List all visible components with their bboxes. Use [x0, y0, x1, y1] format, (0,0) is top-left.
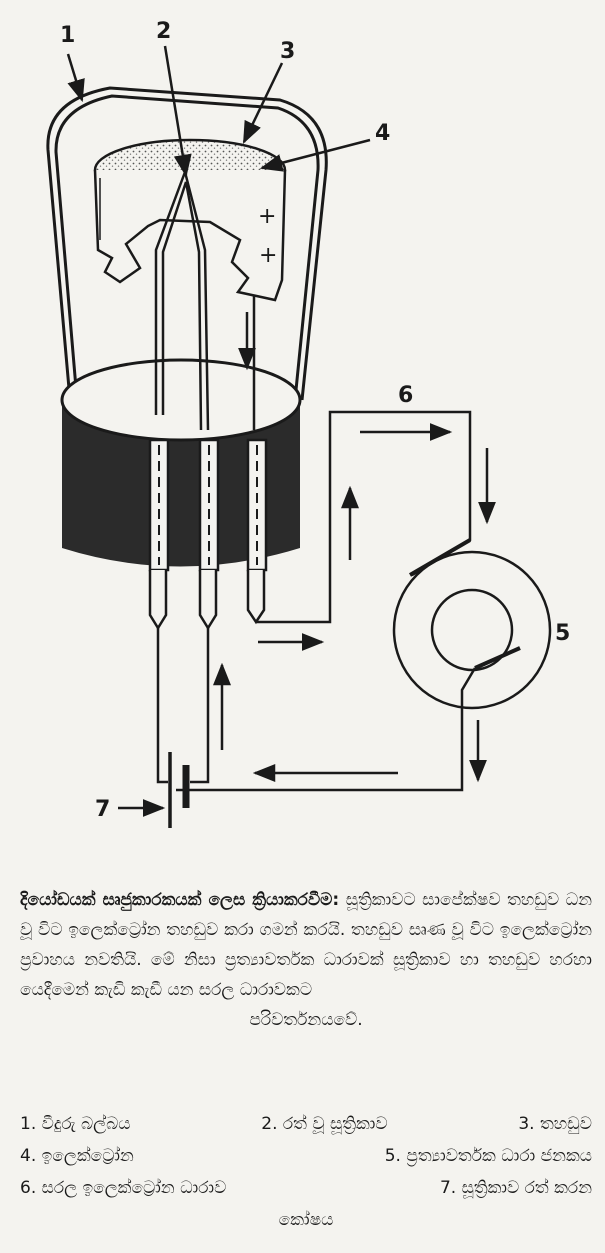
plus-sign: + [259, 243, 277, 268]
legend-item: 7. සූත්‍රිකාව රත් කරන [440, 1172, 592, 1204]
legend-item: කෝෂය [20, 1204, 592, 1236]
ac-generator [394, 540, 550, 708]
legend-item: 6. සරල ඉලෙක්ට්‍රෝන ධාරාව [20, 1172, 226, 1204]
legend-row: 6. සරල ඉලෙක්ට්‍රෝන ධාරාව 7. සූත්‍රිකාව ර… [20, 1172, 592, 1204]
plus-sign: + [258, 204, 276, 229]
label-2: 2 [156, 19, 171, 44]
legend-item: 1. වීදුරු බල්බය [20, 1108, 131, 1140]
legend-row: 1. වීදුරු බල්බය 2. රත් වූ සූත්‍රිකාව 3. … [20, 1108, 592, 1140]
anode-plate [95, 140, 285, 300]
legend-item: 5. ප්‍රත්‍යාවර්තක ධාරා ජනකය [385, 1140, 592, 1172]
legend-item: 4. ඉලෙක්ට්‍රෝන [20, 1140, 134, 1172]
legend: 1. වීදුරු බල්බය 2. රත් වූ සූත්‍රිකාව 3. … [20, 1108, 592, 1236]
legend-row: 4. ඉලෙක්ට්‍රෝන 5. ප්‍රත්‍යාවර්තක ධාරා ජන… [20, 1140, 592, 1172]
caption-tail: පරිවර්තනයවේ. [20, 1005, 592, 1035]
caption-title: දියෝඩයක් සෘජුකාරකයක් ලෙස ක්‍රියාකරවීම: [20, 890, 339, 910]
caption: දියෝඩයක් සෘජුකාරකයක් ලෙස ක්‍රියාකරවීම: ස… [20, 885, 592, 1035]
label-7: 7 [95, 797, 110, 822]
label-6: 6 [398, 383, 413, 408]
glass-bulb [48, 88, 326, 400]
legend-item: 2. රත් වූ සූත්‍රිකාව [261, 1108, 387, 1140]
legend-item: 3. තහඩුව [518, 1108, 592, 1140]
label-5: 5 [555, 621, 570, 646]
label-1: 1 [60, 23, 75, 48]
diode-rectifier-diagram: + + [0, 0, 605, 870]
label-4: 4 [375, 121, 390, 146]
label-3: 3 [280, 39, 295, 64]
